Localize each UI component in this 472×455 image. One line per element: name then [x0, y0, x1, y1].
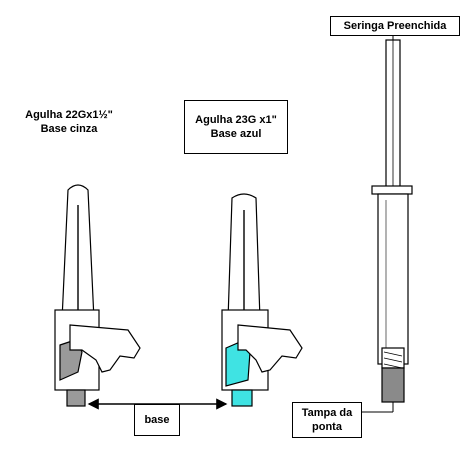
needle-blue-label: Agulha 23G x1" Base azul: [184, 100, 288, 154]
needle-blue-icon: [221, 193, 303, 407]
base-text: base: [144, 414, 170, 426]
tip-cap-line1: Tampa da: [301, 407, 353, 419]
prefilled-syringe-icon: [371, 39, 413, 403]
base-label: base: [134, 404, 180, 436]
gray-base: [66, 389, 86, 407]
tip-cap-line2: ponta: [312, 421, 342, 433]
blue-base: [231, 389, 253, 407]
needle-blue-line2: Base azul: [210, 128, 262, 140]
needle-gray-label: Agulha 22Gx1½" Base cinza: [14, 104, 124, 140]
needle-gray-line1: Agulha 22Gx1½": [25, 109, 113, 121]
tip-cap: [381, 367, 405, 403]
needle-gray-line2: Base cinza: [40, 123, 98, 135]
tip-cap-label: Tampa da ponta: [292, 402, 362, 438]
needle-blue-line1: Agulha 23G x1": [195, 114, 277, 126]
syringe-title-text: Seringa Preenchida: [343, 20, 447, 32]
needle-gray-icon: [54, 184, 141, 407]
syringe-title-label: Seringa Preenchida: [330, 16, 460, 36]
